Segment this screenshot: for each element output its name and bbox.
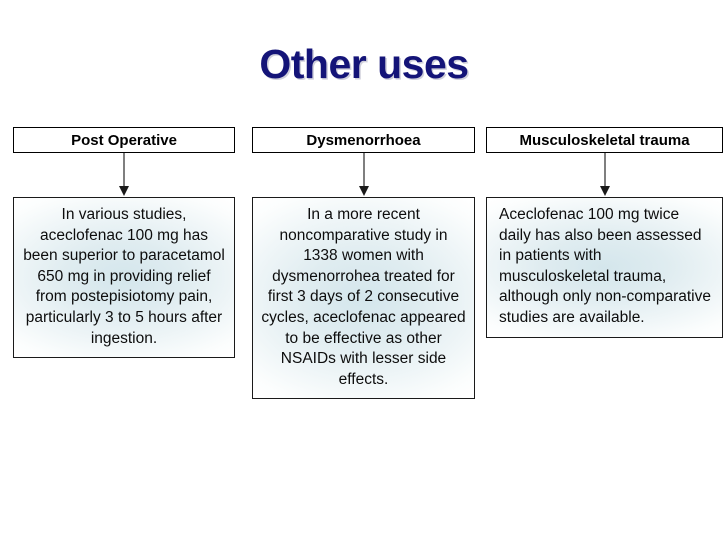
content-box-post-operative: In various studies, aceclofenac 100 mg h… (13, 197, 235, 359)
category-header-post-operative[interactable]: Post Operative (13, 127, 235, 153)
arrow-head (599, 186, 610, 196)
content-box-dysmenorrhoea: In a more recent noncomparative study in… (252, 197, 475, 400)
category-header-musculoskeletal-trauma[interactable]: Musculoskeletal trauma (486, 127, 723, 153)
arrow-shaft (123, 153, 125, 189)
arrow-head (119, 186, 129, 196)
page-title: Other uses (259, 41, 469, 87)
flow-column-post-operative: Post Operative In various studies, acecl… (13, 127, 235, 359)
arrow-connector-down-icon (486, 153, 723, 197)
content-box-musculoskeletal-trauma: Aceclofenac 100 mg twice daily has also … (486, 197, 723, 338)
arrow-connector-down-icon (13, 153, 235, 197)
arrow-head (358, 186, 369, 196)
flow-column-musculoskeletal-trauma: Musculoskeletal trauma Aceclofenac 100 m… (486, 127, 723, 338)
arrow-shaft (362, 153, 365, 189)
category-header-dysmenorrhoea[interactable]: Dysmenorrhoea (252, 127, 475, 153)
flow-column-dysmenorrhoea: Dysmenorrhoea In a more recent noncompar… (252, 127, 475, 400)
arrow-shaft (603, 153, 606, 189)
arrow-connector-down-icon (252, 153, 475, 197)
